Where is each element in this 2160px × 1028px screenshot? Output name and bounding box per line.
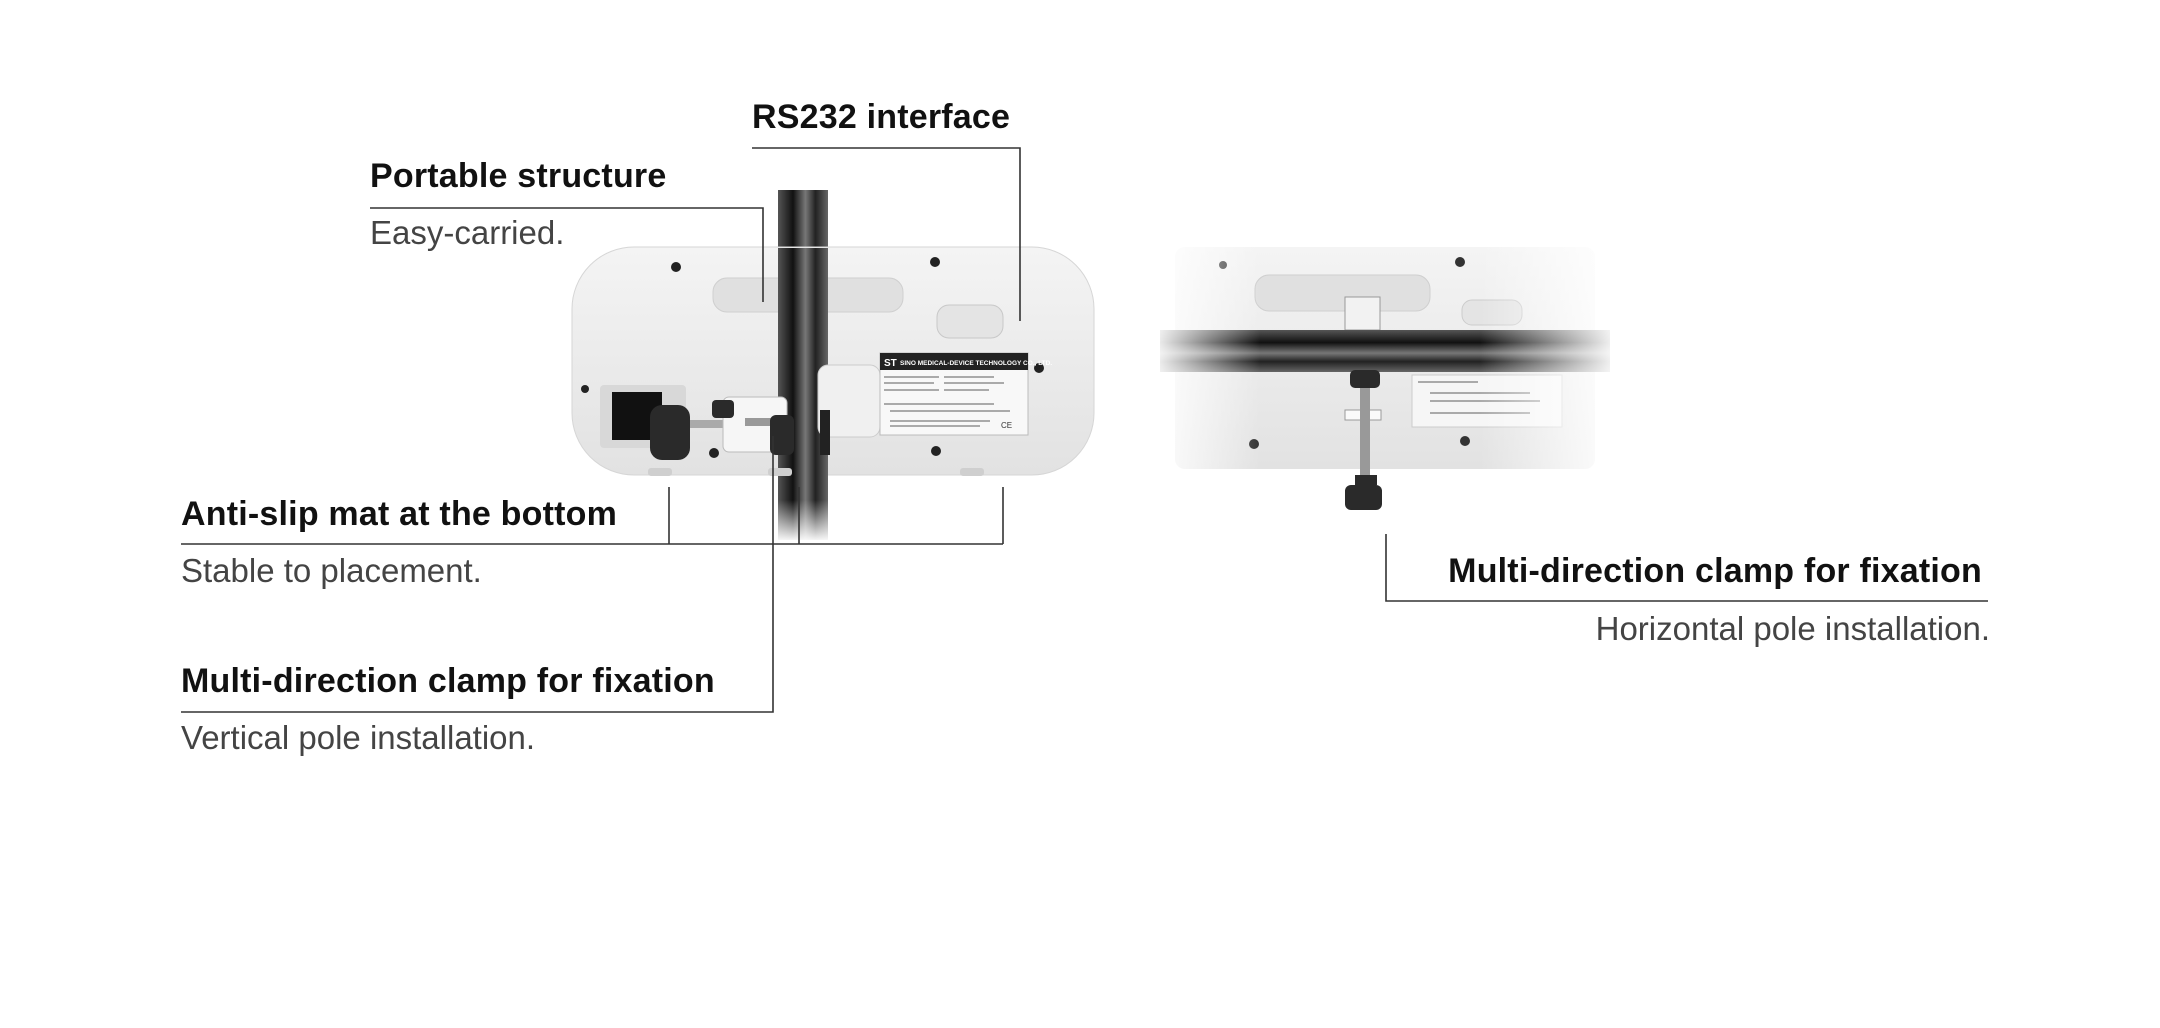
callout-leader-lines [181,147,1988,713]
clamp-knob [650,405,690,460]
callout-title-vertical-clamp: Multi-direction clamp for fixation [181,662,715,700]
callout-desc-vertical-clamp: Vertical pole installation. [181,719,536,756]
svg-text:SINO MEDICAL-DEVICE TECHNOLOGY: SINO MEDICAL-DEVICE TECHNOLOGY CO., LTD. [900,360,1052,367]
callout-desc-portable: Easy-carried. [370,214,565,251]
callout-desc-anti-slip: Stable to placement. [181,552,482,589]
callout-title-rs232: RS232 interface [752,98,1011,136]
syringe-pump-rear-view: ST SINO MEDICAL-DEVICE TECHNOLOGY CO., L… [571,190,1095,542]
device-rating-label: ST SINO MEDICAL-DEVICE TECHNOLOGY CO., L… [879,352,1052,436]
rs232-port [936,304,1004,339]
callout-title-anti-slip: Anti-slip mat at the bottom [181,495,618,533]
svg-text:ST: ST [884,358,897,369]
clamp-knob [1345,485,1382,510]
callout-desc-horizontal-clamp: Horizontal pole installation. [1595,610,1990,647]
callout-title-portable: Portable structure [370,157,667,195]
callout-title-horizontal-clamp: Multi-direction clamp for fixation [1448,552,1982,590]
svg-text:CE: CE [1001,421,1012,430]
syringe-pump-horizontal-mount [1150,240,1620,510]
